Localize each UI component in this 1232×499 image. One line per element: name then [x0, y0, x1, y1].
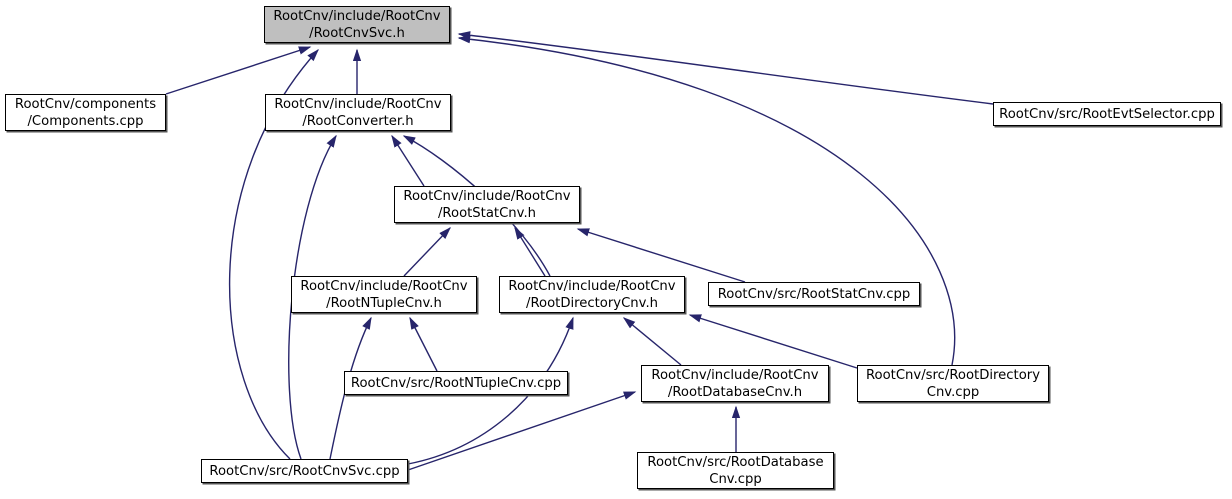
graph-node-label: RootCnv/components /Components.cpp [14, 96, 157, 129]
graph-node-label: RootCnv/include/RootCnv /RootDirectoryCn… [508, 278, 676, 311]
graph-node-rootcnvsvc_cpp[interactable]: RootCnv/src/RootCnvSvc.cpp [201, 459, 408, 483]
graph-edge-rootstatcnv_cpp-to-rootstatcnv_h [576, 228, 746, 283]
graph-node-rootcnvsvc_h[interactable]: RootCnv/include/RootCnv /RootCnvSvc.h [264, 6, 450, 43]
graph-node-rootevtselector_cpp[interactable]: RootCnv/src/RootEvtSelector.cpp [993, 102, 1221, 126]
graph-node-label: RootCnv/src/RootDatabase Cnv.cpp [647, 454, 824, 487]
graph-node-components_cpp[interactable]: RootCnv/components /Components.cpp [5, 94, 166, 131]
graph-edge-rootntuplecnv_h-to-rootstatcnv_h [403, 226, 451, 277]
graph-node-label: RootCnv/src/RootNTupleCnv.cpp [350, 375, 562, 391]
graph-node-label: RootCnv/include/RootCnv /RootDatabaseCnv… [651, 367, 819, 400]
graph-edge-rootstatcnv_h-to-rootconverter_h [391, 134, 425, 187]
graph-edge-rootdatabasecnv_h-to-rootdirectorycnv_h [622, 317, 682, 366]
graph-node-rootntuplecnv_h[interactable]: RootCnv/include/RootCnv /RootNTupleCnv.h [291, 276, 477, 313]
graph-edge-rootevtselector_cpp-to-rootcnvsvc_h [457, 31, 994, 105]
graph-node-rootstatcnv_h[interactable]: RootCnv/include/RootCnv /RootStatCnv.h [394, 186, 580, 223]
graph-node-label: RootCnv/src/RootDirectory Cnv.cpp [865, 367, 1041, 400]
graph-node-label: RootCnv/include/RootCnv /RootConverter.h [274, 96, 442, 129]
graph-node-label: RootCnv/include/RootCnv /RootNTupleCnv.h [300, 278, 468, 311]
graph-node-rootdatabasecnv_h[interactable]: RootCnv/include/RootCnv /RootDatabaseCnv… [641, 365, 829, 402]
graph-node-rootstatcnv_cpp[interactable]: RootCnv/src/RootStatCnv.cpp [708, 282, 920, 306]
graph-node-rootntuplecnv_cpp[interactable]: RootCnv/src/RootNTupleCnv.cpp [344, 371, 568, 395]
graph-edge-rootcnvsvc_cpp-to-rootdatabasecnv_h [407, 391, 637, 471]
graph-node-label: RootCnv/src/RootStatCnv.cpp [717, 286, 911, 302]
graph-node-rootdatabasecnv_cpp[interactable]: RootCnv/src/RootDatabase Cnv.cpp [637, 452, 834, 489]
graph-node-rootdirectorycnv_h[interactable]: RootCnv/include/RootCnv /RootDirectoryCn… [499, 276, 685, 313]
graph-node-label: RootCnv/include/RootCnv /RootCnvSvc.h [273, 8, 441, 41]
graph-edge-components_cpp-to-rootcnvsvc_h [165, 46, 312, 95]
graph-node-label: RootCnv/include/RootCnv /RootStatCnv.h [403, 188, 571, 221]
graph-edge-rootntuplecnv_cpp-to-rootntuplecnv_h [409, 316, 438, 372]
graph-node-rootdirectorycnv_cpp[interactable]: RootCnv/src/RootDirectory Cnv.cpp [857, 365, 1049, 402]
graph-node-label: RootCnv/src/RootCnvSvc.cpp [209, 463, 400, 479]
graph-edge-rootdirectorycnv_h-to-rootstatcnv_h [514, 226, 546, 277]
graph-node-rootconverter_h[interactable]: RootCnv/include/RootCnv /RootConverter.h [265, 94, 451, 131]
graph-node-label: RootCnv/src/RootEvtSelector.cpp [999, 106, 1215, 122]
graph-edge-rootdirectorycnv_cpp-to-rootdirectorycnv_h [688, 314, 858, 369]
